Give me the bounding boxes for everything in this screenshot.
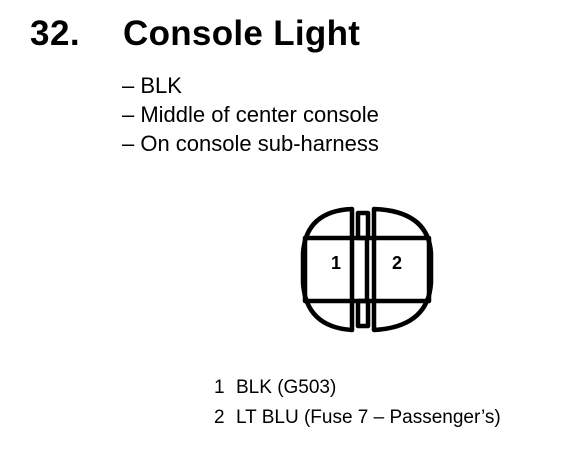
connector-left-housing <box>300 206 355 333</box>
section-number: 32. <box>30 14 81 53</box>
connector-bottom-tab <box>355 298 371 329</box>
connector-location: – Middle of center console <box>122 102 379 127</box>
connector-harness: – On console sub-harness <box>122 131 379 156</box>
pin-2-label: 2 <box>392 253 402 273</box>
connector-diagram: 1 2 <box>300 206 434 333</box>
pin-description: BLK (G503) <box>236 377 337 398</box>
section-title: Console Light <box>123 14 361 53</box>
pinout-row: 1 BLK (G503) <box>214 373 501 403</box>
pin-number: 2 <box>214 407 225 428</box>
connector-right-housing <box>371 206 434 333</box>
pinout-row: 2 LT BLU (Fuse 7 – Passenger’s) <box>214 403 501 433</box>
pin-description: LT BLU (Fuse 7 – Passenger’s) <box>236 407 501 428</box>
pin-number: 1 <box>214 377 225 398</box>
connector-top-tab <box>355 210 371 241</box>
pin-1-label: 1 <box>331 253 341 273</box>
pinout-legend: 1 BLK (G503) 2 LT BLU (Fuse 7 – Passenger’… <box>214 373 501 433</box>
connector-color: – BLK <box>122 73 182 98</box>
connector-details: – BLK – Middle of center console – On co… <box>122 71 379 158</box>
